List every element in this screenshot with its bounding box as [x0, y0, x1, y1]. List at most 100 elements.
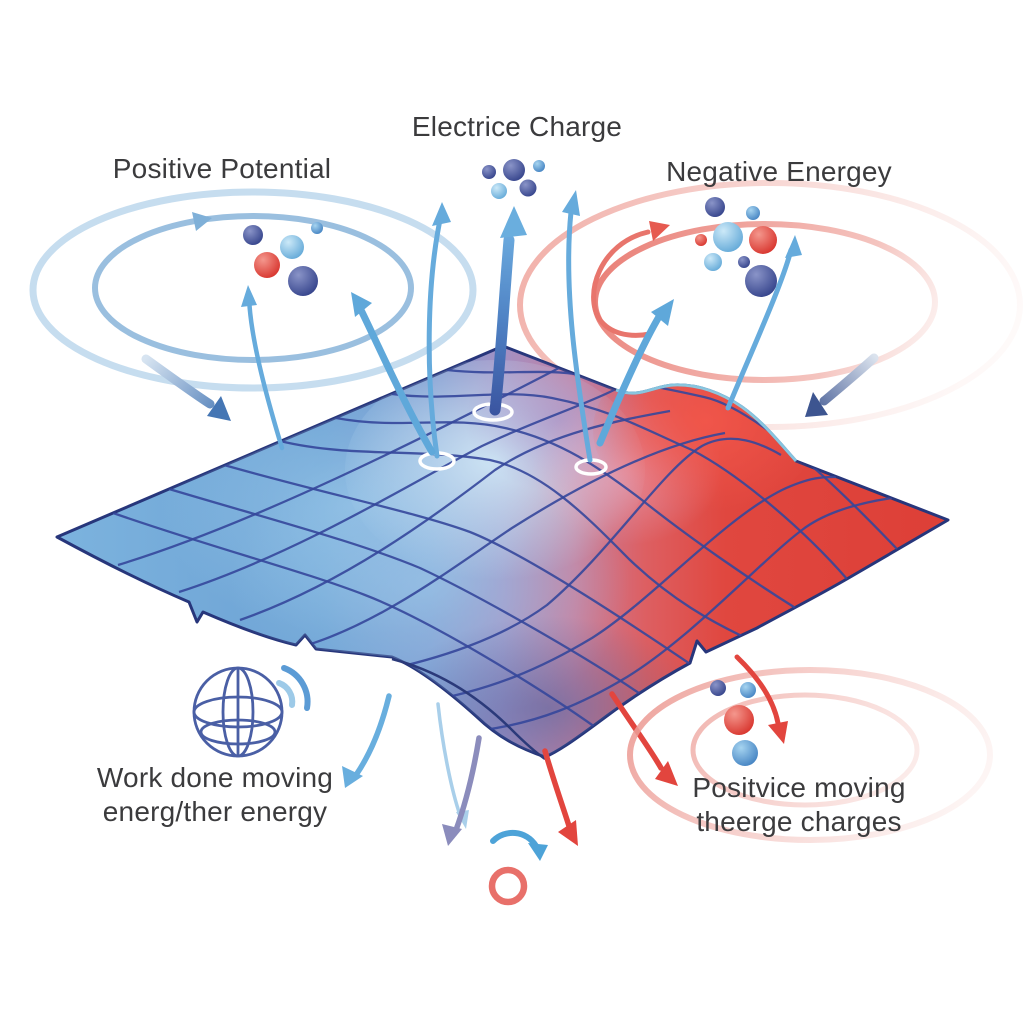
field-arrow-up: [566, 209, 593, 463]
mesh-line: [361, 437, 782, 677]
field-arrow-up: [596, 311, 664, 447]
field-lines-up: [241, 190, 802, 463]
down-arrowhead: [342, 766, 363, 788]
label-positive-moving-line2: theerge charges: [696, 806, 902, 837]
label-negative-energy: Negative Energey: [666, 156, 892, 187]
sphere: [704, 253, 722, 271]
orbit-arc: [29, 188, 477, 392]
mesh-line: [168, 487, 647, 699]
curl-arrow-shaft: [490, 830, 539, 849]
label-work-done-line1: Work done moving: [96, 762, 334, 793]
sphere: [280, 235, 304, 259]
mesh-line: [223, 463, 697, 669]
sphere: [738, 256, 750, 268]
sphere: [740, 682, 756, 698]
down-arrowhead: [768, 721, 788, 744]
bump-crest-highlight: [615, 383, 798, 463]
signal-arc: [281, 665, 311, 711]
field-arrowhead: [562, 190, 580, 216]
charge-cluster-top: [482, 159, 545, 199]
mesh-line: [335, 416, 798, 610]
field-arrowhead: [651, 299, 674, 326]
label-electric-charge: Electrice Charge: [411, 111, 623, 142]
field-lines-down: [342, 691, 678, 846]
sphere: [533, 160, 545, 172]
down-arrowhead: [442, 824, 462, 846]
inflow-arrow-right: [819, 353, 879, 406]
valley-lip-edge: [391, 657, 546, 761]
sphere: [745, 265, 777, 297]
sphere: [491, 183, 507, 199]
inflow-arrow-left: [141, 354, 215, 409]
field-arrow-up: [426, 212, 444, 459]
charge-cluster-bottom-right: [710, 680, 758, 766]
sphere: [713, 222, 743, 252]
inflow-arrowhead: [805, 392, 828, 417]
sphere: [746, 206, 760, 220]
mesh-line: [279, 439, 747, 640]
sphere: [695, 234, 707, 246]
charge-cluster-positive: [243, 222, 323, 296]
down-arrow-purple: [453, 735, 482, 833]
orbit-arrowhead: [192, 212, 212, 231]
orbit-arcs-negative: [517, 180, 1023, 430]
orbit-arc: [92, 213, 414, 363]
sphere: [503, 159, 525, 181]
down-arrow-faint: [436, 702, 462, 817]
sphere: [482, 165, 496, 179]
down-arrow-blue: [353, 693, 392, 778]
mesh-line: [300, 431, 726, 649]
wireframe-sphere-icon: [192, 666, 284, 758]
sphere: [749, 226, 777, 254]
curl-arrowhead: [528, 843, 548, 861]
down-arrow-red: [734, 654, 781, 726]
signal-arc: [276, 680, 296, 708]
sphere: [288, 266, 318, 296]
rotation-ring-icon: [488, 866, 528, 906]
field-arrow-up: [725, 247, 794, 411]
field-arrow-up: [356, 304, 436, 456]
orbit-arc: [627, 667, 993, 843]
sphere: [705, 197, 725, 217]
orbit-arc: [690, 692, 920, 808]
mesh-line: [483, 496, 893, 732]
center-charge-arrow: [489, 234, 515, 416]
down-arrow-red: [609, 691, 664, 771]
label-positive-moving: Positvice moving theerge charges: [692, 771, 905, 839]
orbit-arc: [591, 229, 653, 338]
down-arrowhead: [558, 820, 578, 846]
mesh-line: [446, 368, 898, 550]
field-arrow-up: [246, 293, 285, 451]
field-arrowhead: [351, 292, 372, 317]
sphere: [519, 179, 537, 197]
center-charge-arrowhead: [500, 206, 527, 238]
curl-arrow-icon: [490, 830, 548, 861]
orbit-arc: [517, 180, 1023, 430]
field-arrowhead: [432, 202, 451, 226]
field-arrowhead: [241, 285, 257, 307]
charge-cluster-negative: [695, 197, 777, 297]
down-arrowhead: [655, 761, 678, 786]
orbit-arrowhead: [649, 221, 670, 241]
orbit-arcs-positive: [29, 188, 477, 392]
sphere: [311, 222, 323, 234]
sphere: [724, 705, 754, 735]
mesh-line: [422, 475, 837, 704]
orbit-arcs-bottom-right: [627, 654, 993, 843]
signal-arcs-icon: [276, 665, 311, 711]
down-arrow-red: [542, 748, 572, 829]
sphere: [254, 252, 280, 278]
inflow-arrowhead: [207, 396, 231, 421]
sphere: [710, 680, 726, 696]
label-work-done-line2: energ/ther energy: [102, 796, 328, 827]
label-positive-potential: Positive Potential: [112, 153, 332, 184]
field-arrowhead: [785, 235, 802, 258]
inflow-arrows: [141, 353, 879, 421]
sphere: [732, 740, 758, 766]
mesh-line: [112, 511, 596, 728]
label-positive-moving-line1: Positvice moving: [692, 772, 906, 803]
sphere: [243, 225, 263, 245]
label-work-done: Work done moving energ/ther energy: [97, 761, 333, 829]
